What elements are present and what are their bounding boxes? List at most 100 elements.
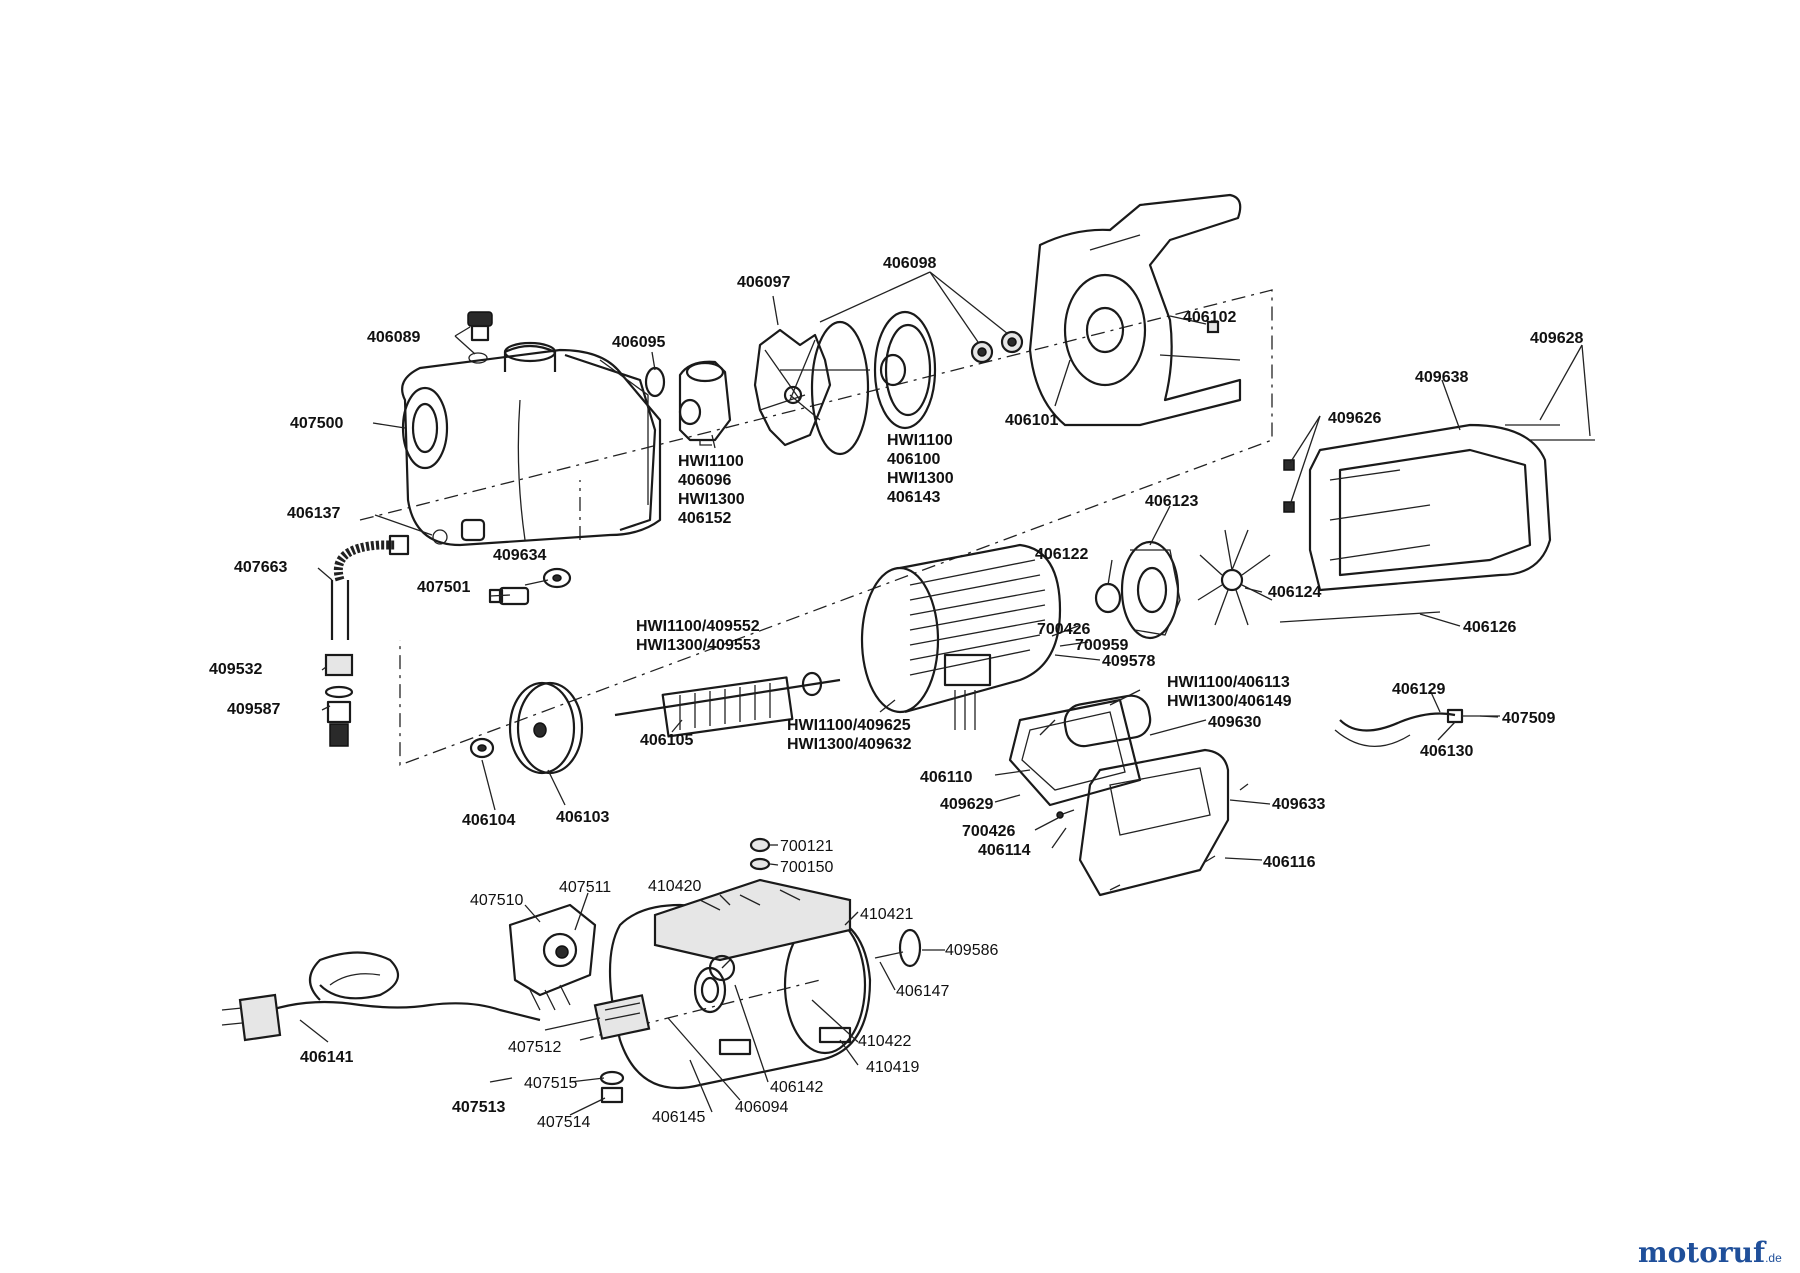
label-hwi1100-406113: HWI1100/406113 [1167,674,1290,691]
label-407663: 407663 [234,559,287,576]
label-406141: 406141 [300,1049,353,1066]
label-407501: 407501 [417,579,470,596]
rear-frame-409638 [1283,423,1595,592]
nut-406102 [1206,320,1220,334]
label-406095: 406095 [612,334,665,351]
pressure-switch-407510 [508,903,597,1011]
label-409638: 409638 [1415,369,1468,386]
label-407515: 407515 [524,1075,577,1092]
valve-409586 [874,928,922,968]
label-406094: 406094 [735,1099,788,1116]
frame-409629 [1008,698,1142,807]
pump-housing-407500 [401,341,662,547]
label-409628: 409628 [1530,330,1583,347]
oring-406098 [810,320,870,456]
label-406116: 406116 [1263,854,1316,871]
label-407513: 407513 [452,1099,505,1116]
label-hwi1100-409552: HWI1100/409552 [636,618,760,635]
label-409586: 409586 [945,942,998,959]
hose-407663 [330,529,448,640]
rotor-406105 [614,671,841,738]
tie-rod-406126 [1279,611,1441,623]
bracket-406101 [1028,193,1242,427]
label-700426-a: 700426 [1037,621,1090,638]
fan-406124 [1197,529,1273,626]
pressure-gauge-406142 [708,954,736,982]
fittings-409532-409587 [324,653,354,747]
label-hwi1100-a: HWI1100 [678,453,744,470]
seal-ring-406095 [644,366,666,398]
washer-406104 [469,737,495,759]
capacitor-406113 [1039,694,1152,748]
label-409630: 409630 [1208,714,1261,731]
connector-407512 [593,994,651,1040]
label-410419: 410419 [866,1059,919,1076]
label-410420: 410420 [648,878,701,895]
logo-tld-text: .de [1765,1251,1782,1265]
leader-lines [299,271,1591,1116]
label-410422: 410422 [858,1033,911,1050]
seal-ring-406122 [1094,582,1122,614]
label-406114: 406114 [978,842,1031,859]
label-409633: 409633 [1272,796,1325,813]
label-406137: 406137 [287,505,340,522]
label-409532: 409532 [209,661,262,678]
label-700959: 700959 [1075,637,1128,654]
end-shield-406123 [1120,540,1181,640]
label-407511: 407511 [559,879,611,896]
label-407514: 407514 [537,1114,590,1131]
nuts-700121-700150 [749,837,771,871]
label-409587: 409587 [227,701,280,718]
terminal-cover-409633 [1078,748,1249,897]
plug-406089 [467,311,493,364]
label-407510: 407510 [470,892,523,909]
label-406105: 406105 [640,732,693,749]
label-407509: 407509 [1502,710,1555,727]
label-hwi1300-409553: HWI1300/409553 [636,637,761,654]
label-410421: 410421 [860,906,913,923]
label-406126: 406126 [1463,619,1516,636]
screw-406114 [1056,809,1075,819]
label-406123: 406123 [1145,493,1198,510]
label-hwi1300-409632: HWI1300/409632 [787,736,912,753]
label-406129: 406129 [1392,681,1445,698]
label-407500: 407500 [290,415,343,432]
screw-washer-407501 [488,567,572,606]
label-406124: 406124 [1268,584,1321,601]
label-700426-b: 700426 [962,823,1015,840]
label-409578: 409578 [1102,653,1155,670]
label-406122: 406122 [1035,546,1088,563]
label-409634: 409634 [493,547,546,564]
label-409629: 409629 [940,796,993,813]
stator-409625 [860,543,1062,730]
label-406145: 406145 [652,1109,705,1126]
label-hwi1300-b: HWI1300 [887,470,954,487]
label-700121: 700121 [780,838,833,855]
label-406100: 406100 [887,451,940,468]
label-406097: 406097 [737,274,790,291]
label-hwi1300-406149: HWI1300/406149 [1167,693,1292,710]
label-700150: 700150 [780,859,833,876]
label-406103: 406103 [556,809,609,826]
label-407512: 407512 [508,1039,561,1056]
motoruf-logo: motoruf.de [1638,1236,1782,1269]
label-406110: 406110 [920,769,973,786]
label-406089: 406089 [367,329,420,346]
label-406142: 406142 [770,1079,823,1096]
label-406143: 406143 [887,489,940,506]
label-hwi1100-409625: HWI1100/409625 [787,717,911,734]
label-406102: 406102 [1183,309,1236,326]
bearing-406103 [508,681,584,775]
diffuser-406096 [678,360,732,446]
label-406101: 406101 [1005,412,1058,429]
power-cable-406141 [221,951,541,1042]
backplate-406100 [780,310,937,430]
label-406147: 406147 [896,983,949,1000]
cable-406129 [1334,708,1500,747]
label-hwi1300-a: HWI1300 [678,491,745,508]
part-number-labels: 406089 407500 406095 406097 406098 40610… [209,255,1583,1131]
nuts-406098 [970,330,1024,364]
pressure-tank-410421 [608,878,872,1090]
label-409626: 409626 [1328,410,1381,427]
